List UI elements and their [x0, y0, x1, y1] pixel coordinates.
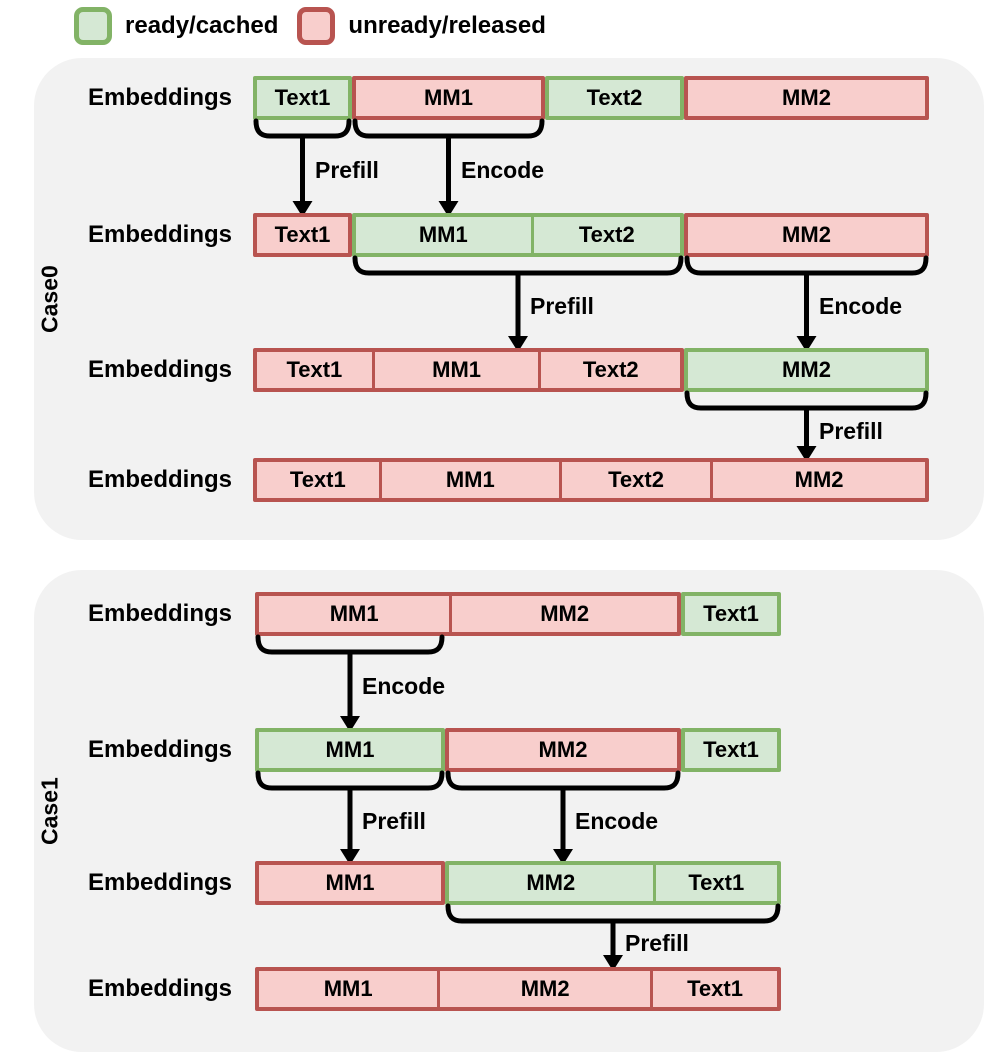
- segment-group-ready: Text1: [681, 592, 781, 636]
- row-label-embeddings: Embeddings: [87, 356, 232, 383]
- brace-arrow: [352, 118, 545, 217]
- op-label-encode: Encode: [819, 293, 903, 319]
- legend-label-ready: ready/cached: [125, 12, 279, 39]
- row-label-embeddings: Embeddings: [87, 221, 232, 248]
- segment-group-unready: Text1: [253, 213, 352, 257]
- brace-arrow: [445, 903, 781, 971]
- row-label-embeddings: Embeddings: [87, 975, 232, 1002]
- segment-group-ready: Text1: [253, 76, 352, 120]
- block-mm1: MM1: [325, 737, 375, 762]
- op-label-prefill: Prefill: [625, 930, 689, 956]
- brace-arrow: [352, 255, 684, 352]
- row-label-embeddings: Embeddings: [87, 600, 232, 627]
- row-label-embeddings: Embeddings: [87, 869, 232, 896]
- segment-group-ready: Text2: [545, 76, 684, 120]
- block-mm1: MM1: [371, 352, 539, 388]
- block-text2: Text2: [586, 85, 643, 110]
- block-text1: Text1: [650, 971, 777, 1007]
- block-mm1: MM1: [418, 222, 468, 247]
- block-mm1: MM1: [323, 976, 373, 1001]
- block-mm2: MM2: [782, 85, 831, 110]
- legend-item-unready: unready/released: [297, 7, 546, 45]
- segment-group-unready: MM2: [445, 728, 681, 772]
- segment-group-ready: MM2 Text1: [445, 861, 781, 905]
- brace-arrow: [253, 118, 352, 217]
- block-mm2: MM2: [782, 222, 831, 247]
- block-mm2: MM2: [449, 596, 677, 632]
- op-label-encode: Encode: [362, 673, 446, 699]
- block-mm1: MM1: [424, 85, 473, 110]
- segment-group-unready: MM1 MM2: [255, 592, 681, 636]
- op-label-encode: Encode: [461, 157, 545, 183]
- block-mm2: MM2: [437, 971, 650, 1007]
- brace-arrow: [255, 634, 445, 732]
- op-label-prefill: Prefill: [315, 157, 379, 183]
- row-label-embeddings: Embeddings: [87, 84, 232, 111]
- block-mm2: MM2: [782, 357, 831, 382]
- block-text1: Text1: [274, 85, 331, 110]
- segment-group-ready: MM2: [684, 348, 929, 392]
- legend-item-ready: ready/cached: [74, 7, 278, 45]
- segment-group-ready: Text1: [681, 728, 781, 772]
- op-label-prefill: Prefill: [819, 418, 883, 444]
- segment-group-unready: MM1: [352, 76, 545, 120]
- block-text1: Text1: [289, 467, 346, 492]
- legend: ready/cached unready/released: [74, 7, 546, 45]
- block-text2: Text2: [538, 352, 680, 388]
- block-text2: Text2: [558, 462, 710, 498]
- segment-group-unready: MM2: [684, 76, 929, 120]
- segment-group-ready: MM1 Text2: [352, 213, 684, 257]
- brace-arrow: [684, 255, 929, 352]
- op-label-prefill: Prefill: [530, 293, 594, 319]
- ready-swatch-icon: [74, 7, 112, 45]
- row-label-embeddings: Embeddings: [87, 736, 232, 763]
- brace-arrow: [445, 770, 681, 865]
- unready-swatch-icon: [297, 7, 336, 45]
- block-text1: Text1: [703, 737, 759, 762]
- block-text1: Text1: [652, 865, 777, 901]
- segment-group-unready: MM1: [255, 861, 445, 905]
- block-mm1: MM1: [329, 601, 379, 626]
- segment-group-ready: MM1: [255, 728, 445, 772]
- block-mm1: MM1: [325, 870, 375, 895]
- block-text2: Text2: [530, 217, 680, 253]
- block-mm2: MM2: [526, 870, 576, 895]
- op-label-encode: Encode: [575, 808, 659, 834]
- block-mm1: MM1: [378, 462, 559, 498]
- brace-arrow: [255, 770, 445, 865]
- row-label-embeddings: Embeddings: [87, 466, 232, 493]
- legend-label-unready: unready/released: [348, 12, 546, 39]
- block-mm2: MM2: [710, 462, 925, 498]
- block-text1: Text1: [274, 222, 331, 247]
- block-text1: Text1: [703, 601, 759, 626]
- segment-group-unready: MM2: [684, 213, 929, 257]
- brace-arrow: [684, 390, 929, 462]
- op-label-prefill: Prefill: [362, 808, 426, 834]
- block-text1: Text1: [286, 357, 343, 382]
- block-mm2: MM2: [538, 737, 588, 762]
